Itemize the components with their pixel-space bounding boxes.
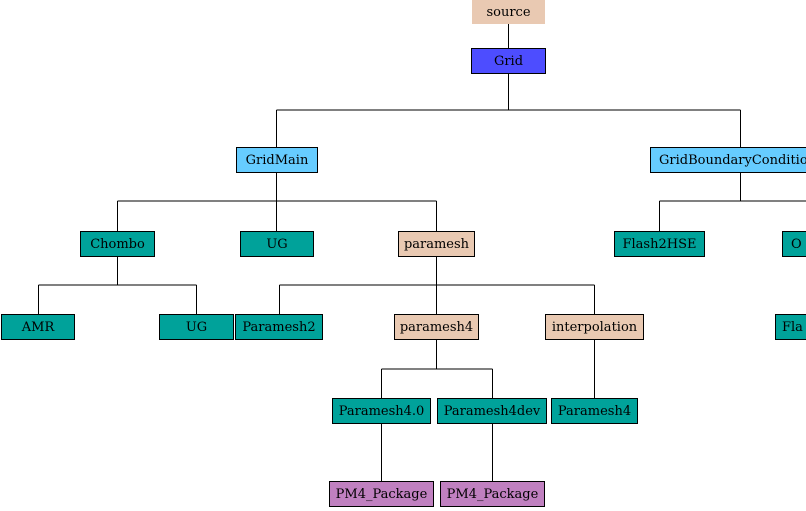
node-pm4-package-a: PM4_Package bbox=[329, 481, 434, 507]
node-flash2hse: Flash2HSE bbox=[614, 231, 705, 257]
node-grid: Grid bbox=[471, 48, 546, 74]
edge-gridboundary-children bbox=[659, 173, 806, 231]
node-interpolation: interpolation bbox=[545, 314, 644, 340]
node-o-partial: O bbox=[782, 231, 806, 257]
node-paramesh40: Paramesh4.0 bbox=[332, 398, 431, 424]
node-paramesh4: paramesh4 bbox=[394, 314, 479, 340]
node-gridboundaryconditions: GridBoundaryConditio bbox=[650, 147, 806, 173]
node-gridmain: GridMain bbox=[236, 147, 318, 173]
node-chombo-ug: UG bbox=[159, 314, 234, 340]
node-amr: AMR bbox=[1, 314, 75, 340]
edge-grid-children bbox=[276, 74, 741, 147]
node-paramesh: paramesh bbox=[398, 231, 475, 257]
edge-paramesh-children bbox=[279, 257, 595, 314]
node-paramesh4dev: Paramesh4dev bbox=[437, 398, 547, 424]
node-pm4-package-b: PM4_Package bbox=[440, 481, 545, 507]
edge-chombo-children bbox=[38, 257, 197, 314]
node-fla-partial: Fla bbox=[775, 314, 806, 340]
node-ug: UG bbox=[240, 231, 314, 257]
node-chombo: Chombo bbox=[80, 231, 155, 257]
node-source: source bbox=[472, 0, 545, 24]
node-paramesh2: Paramesh2 bbox=[235, 314, 323, 340]
edge-gridmain-children bbox=[117, 173, 437, 231]
edge-paramesh4-children bbox=[381, 340, 493, 398]
node-interpolation-paramesh4: Paramesh4 bbox=[551, 398, 638, 424]
